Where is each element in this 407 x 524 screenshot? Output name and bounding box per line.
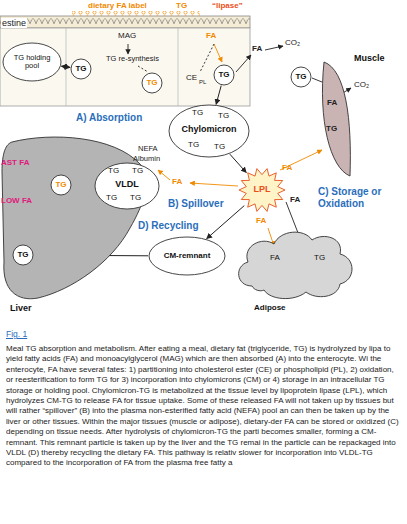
node-text: TG	[146, 79, 157, 88]
node-text: TG	[295, 73, 306, 82]
label-text: NEFA	[138, 145, 158, 154]
node-shape: TG	[70, 58, 92, 80]
connector	[207, 206, 245, 239]
shape-outline	[318, 60, 352, 178]
node-shape: FATGAdipose	[232, 226, 356, 300]
label-text: TG	[326, 124, 337, 133]
node-shape: TG	[141, 72, 163, 94]
label-text: CE	[186, 73, 197, 82]
node-text: Adipose	[254, 304, 286, 313]
enterocyte	[0, 28, 250, 106]
node-text: Muscle	[354, 54, 385, 64]
node-shape: TG	[213, 64, 235, 86]
label-text: FA	[290, 195, 300, 204]
node-shape: TGTGChylomicronTGTG	[168, 104, 250, 158]
node-text: FA	[270, 254, 280, 263]
node-shape: TG	[12, 244, 34, 266]
node-text: TG	[108, 167, 119, 176]
node-text: Chylomicron	[168, 125, 250, 135]
caption-block: Meal TG absorption and metabolism. After…	[6, 344, 400, 469]
label-text: D) Recycling	[138, 220, 199, 232]
connector	[216, 86, 221, 105]
label-text: FA	[206, 31, 216, 40]
label-text: FA	[327, 98, 337, 107]
label-text: TG	[176, 1, 187, 10]
node-text: TG	[192, 109, 203, 118]
label-text: FA	[172, 177, 182, 186]
label-text: TG re-synthesis	[106, 55, 159, 64]
node-text: TG	[130, 194, 141, 203]
label-text: FA	[252, 44, 262, 53]
node-shape: TG holding pool	[2, 42, 62, 82]
node-text: TG	[17, 251, 28, 260]
node-text: TG	[132, 167, 143, 176]
node-text: TG	[218, 112, 229, 121]
node-shape: CM-remnant	[148, 236, 226, 276]
node-text: TG	[218, 71, 229, 80]
label-text: CO₂	[285, 38, 300, 47]
node-shape: TG	[50, 174, 72, 196]
node-text: TG	[75, 65, 86, 74]
label-text: A) Absorption	[76, 112, 142, 124]
label-text: Fig. 1	[6, 330, 27, 340]
node-text: TG	[314, 254, 325, 263]
label-text: PL	[199, 79, 206, 86]
microvilli	[0, 16, 250, 28]
microvilli-band	[0, 16, 250, 28]
node-text: TG	[55, 181, 66, 190]
node-text: VLDL	[94, 180, 160, 190]
label-text: B) Spillover	[168, 198, 224, 210]
label-text: “lipase”	[212, 1, 243, 10]
node-text: CM-remnant	[164, 252, 211, 261]
caption-text: Meal TG absorption and metabolism. After…	[6, 344, 400, 469]
node-text: TG	[106, 194, 117, 203]
shape-outline	[232, 226, 356, 300]
shape-outline	[2, 132, 137, 302]
label-text: dietary FA label	[88, 1, 147, 10]
node-text: Liver	[10, 304, 32, 314]
label-text: MAG	[118, 31, 136, 40]
node-shape: TG	[290, 66, 312, 88]
fat-droplets	[72, 11, 200, 16]
label-text: LOW FA	[1, 196, 32, 205]
node-shape: LPL	[238, 167, 286, 213]
label-text: Albumin	[133, 155, 160, 164]
node-shape: LiverTGTGVLDLTGTGTGTG	[2, 132, 137, 302]
label-text: FA	[256, 216, 266, 225]
label-text: C) Storage or Oxidation	[318, 186, 398, 209]
node-text: LPL	[254, 185, 271, 195]
node-text: TG holding pool	[12, 54, 52, 71]
node-shape: TG TG VLDL TG TG	[94, 162, 160, 210]
label-text: estine	[1, 18, 27, 28]
node-shape: Muscle	[318, 60, 352, 178]
node-text: TG	[214, 143, 225, 152]
label-text: CO₂	[354, 80, 369, 89]
label-text: FA	[282, 163, 292, 172]
connector	[61, 66, 70, 67]
node-text: TG	[188, 141, 199, 150]
connector	[230, 154, 246, 172]
label-text: AST FA	[1, 158, 29, 167]
